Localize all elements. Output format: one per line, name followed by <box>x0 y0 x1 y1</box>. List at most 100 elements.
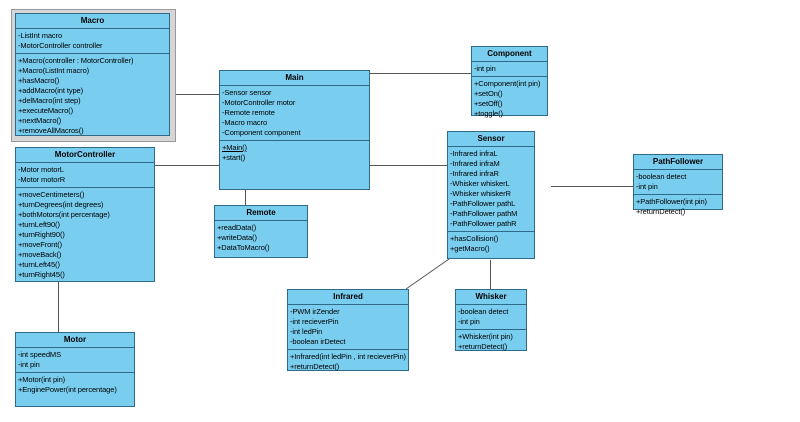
operation: +getMacro() <box>450 244 490 253</box>
operation: +moveFront() <box>18 240 63 249</box>
class-operations-component: +Component(int pin) +setOn() +setOff() +… <box>472 77 547 121</box>
operation: +returnDetect() <box>636 207 686 216</box>
association-main-remote <box>245 190 246 205</box>
operation: +hasMacro() <box>18 76 60 85</box>
association-main-component <box>370 73 471 74</box>
operation: +Macro(controller : MotorController) <box>18 56 134 65</box>
class-name-sensor: Sensor <box>448 132 534 147</box>
attribute: -boolean irDetect <box>290 337 346 346</box>
class-operations-motorcontroller: +moveCentimeters() +turnDegrees(int degr… <box>16 188 154 282</box>
class-attributes-main: -Sensor sensor -MotorController motor -R… <box>220 86 369 141</box>
attribute: -int pin <box>474 64 496 73</box>
class-name-macro: Macro <box>16 14 169 29</box>
class-operations-infrared: +Infrared(int ledPin , int recieverPin) … <box>288 350 408 374</box>
class-attributes-pathfollower: -boolean detect -int pin <box>634 170 722 195</box>
attribute: -PWM irZender <box>290 307 340 316</box>
attribute: -Infrared infraM <box>450 159 500 168</box>
association-sensor-whisker <box>490 260 491 289</box>
attribute: -Sensor sensor <box>222 88 272 97</box>
operation: +addMacro(int type) <box>18 86 84 95</box>
class-name-motorcontroller: MotorController <box>16 148 154 163</box>
association-motorcontroller-main <box>155 165 219 166</box>
attribute: -int pin <box>458 317 480 326</box>
operation: +DataToMacro() <box>217 243 270 252</box>
attribute: -PathFollower pathL <box>450 199 516 208</box>
class-box-main[interactable]: Main -Sensor sensor -MotorController mot… <box>219 70 370 190</box>
operation: +writeData() <box>217 233 257 242</box>
attribute: -MotorController controller <box>18 41 103 50</box>
class-name-whisker: Whisker <box>456 290 526 305</box>
attribute: -Infrared infraR <box>450 169 499 178</box>
attribute: -PathFollower pathM <box>450 209 518 218</box>
class-attributes-component: -int pin <box>472 62 547 77</box>
attribute: -MotorController motor <box>222 98 296 107</box>
attribute: -Whisker whiskerR <box>450 189 511 198</box>
class-operations-pathfollower: +PathFollower(int pin) +returnDetect() <box>634 195 722 219</box>
attribute: -Component component <box>222 128 301 137</box>
operation: +bothMotors(int percentage) <box>18 210 110 219</box>
class-operations-sensor: +hasCollision() +getMacro() <box>448 232 534 256</box>
operation: +turnRight90() <box>18 230 65 239</box>
operation: +setOff() <box>474 99 503 108</box>
class-box-macro[interactable]: Macro -ListInt macro -MotorController co… <box>15 13 170 136</box>
operation: +setOn() <box>474 89 503 98</box>
attribute: -Motor motorL <box>18 165 64 174</box>
attribute: -int pin <box>636 182 658 191</box>
operation: +hasCollision() <box>450 234 499 243</box>
class-name-motor: Motor <box>16 333 134 348</box>
operation: +nextMacro() <box>18 116 62 125</box>
class-box-sensor[interactable]: Sensor -Infrared infraL -Infrared infraM… <box>447 131 535 259</box>
attribute: -int ledPin <box>290 327 323 336</box>
class-operations-remote: +readData() +writeData() +DataToMacro() <box>215 221 307 255</box>
operation: +returnDetect() <box>458 342 508 351</box>
class-box-component[interactable]: Component -int pin +Component(int pin) +… <box>471 46 548 118</box>
operation: +executeMacro() <box>18 106 73 115</box>
operation: +readData() <box>217 223 257 232</box>
class-attributes-infrared: -PWM irZender -int recieverPin -int ledP… <box>288 305 408 350</box>
operation: +turnDegrees(int degrees) <box>18 200 104 209</box>
class-name-remote: Remote <box>215 206 307 221</box>
operation: +Macro(ListInt macro) <box>18 66 90 75</box>
class-operations-macro: +Macro(controller : MotorController) +Ma… <box>16 54 169 138</box>
attribute: -boolean detect <box>458 307 509 316</box>
operation: +moveBack() <box>18 250 62 259</box>
class-box-whisker[interactable]: Whisker -boolean detect -int pin +Whiske… <box>455 289 527 351</box>
class-operations-motor: +Motor(int pin) +EnginePower(int percent… <box>16 373 134 397</box>
association-motorcontroller-motor <box>58 282 59 332</box>
class-attributes-macro: -ListInt macro -MotorController controll… <box>16 29 169 54</box>
operation: +EnginePower(int percentage) <box>18 385 117 394</box>
operation: +PathFollower(int pin) <box>636 197 707 206</box>
operation: +returnDetect() <box>290 362 340 371</box>
attribute: -Motor motorR <box>18 175 66 184</box>
operation: +delMacro(int step) <box>18 96 81 105</box>
class-box-remote[interactable]: Remote +readData() +writeData() +DataToM… <box>214 205 308 258</box>
attribute: -int pin <box>18 360 40 369</box>
class-attributes-sensor: -Infrared infraL -Infrared infraM -Infra… <box>448 147 534 232</box>
operation: +turnLeft45() <box>18 260 60 269</box>
operation: +toggle() <box>474 109 503 118</box>
operation: +turnRight45() <box>18 270 65 279</box>
class-box-motorcontroller[interactable]: MotorController -Motor motorL -Motor mot… <box>15 147 155 282</box>
attribute: -int recieverPin <box>290 317 339 326</box>
operation: +Main() <box>222 143 247 152</box>
operation: +Motor(int pin) <box>18 375 66 384</box>
class-name-pathfollower: PathFollower <box>634 155 722 170</box>
operation: +moveCentimeters() <box>18 190 85 199</box>
class-name-component: Component <box>472 47 547 62</box>
attribute: -Macro macro <box>222 118 268 127</box>
class-box-infrared[interactable]: Infrared -PWM irZender -int recieverPin … <box>287 289 409 371</box>
class-operations-whisker: +Whisker(int pin) +returnDetect() <box>456 330 526 354</box>
attribute: -boolean detect <box>636 172 687 181</box>
attribute: -Remote remote <box>222 108 275 117</box>
attribute: -int speedMS <box>18 350 61 359</box>
attribute: -PathFollower pathR <box>450 219 517 228</box>
association-macro-main <box>172 94 219 95</box>
class-box-pathfollower[interactable]: PathFollower -boolean detect -int pin +P… <box>633 154 723 216</box>
class-attributes-whisker: -boolean detect -int pin <box>456 305 526 330</box>
association-main-sensor <box>370 165 447 166</box>
attribute: -ListInt macro <box>18 31 63 40</box>
operation: +Component(int pin) <box>474 79 541 88</box>
class-box-motor[interactable]: Motor -int speedMS -int pin +Motor(int p… <box>15 332 135 407</box>
